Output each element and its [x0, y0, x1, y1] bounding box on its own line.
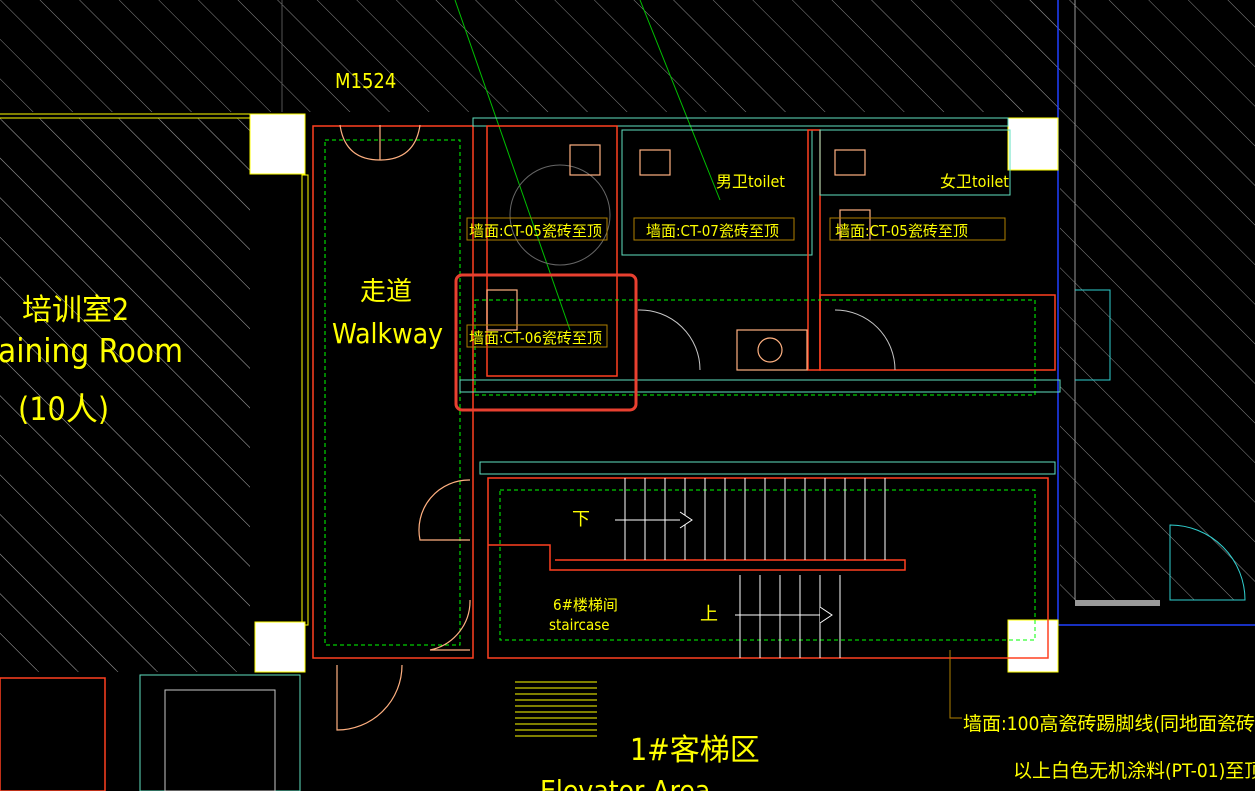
stair-down-label: 下 [572, 509, 590, 530]
leader-line [639, 0, 721, 201]
male-toilet-label: 男卫toilet [716, 172, 785, 191]
wall-note: 墙面:CT-07瓷砖至顶 [646, 222, 779, 240]
columns [249, 113, 1059, 673]
elevator-label-cn: 1#客梯区 [630, 733, 760, 768]
highlight-box[interactable] [454, 273, 638, 412]
training-room-name-cn: 培训室2 [22, 293, 129, 328]
wall-note: 墙面:CT-05瓷砖至顶 [835, 222, 968, 240]
stair-up-label: 上 [700, 604, 718, 625]
female-toilet-label: 女卫toilet [940, 172, 1009, 191]
wall-note: 墙面:CT-05瓷砖至顶 [469, 222, 602, 240]
staircase-label-cn: 6#楼梯间 [553, 596, 618, 614]
wall-note: 墙面:CT-06瓷砖至顶 [469, 329, 602, 347]
staircase [418, 461, 1056, 659]
paint-note: 以上白色无机涂料(PT-01)至顶 [1013, 760, 1255, 782]
training-room-capacity: (10人) [18, 390, 109, 428]
walkway-label-en: Walkway [332, 317, 443, 350]
walkway-label-cn: 走道 [360, 277, 412, 307]
baseboard-note: 墙面:100高瓷砖踢脚线(同地面瓷砖) [963, 713, 1255, 735]
elevator-label-en: Elevator Area [540, 774, 710, 791]
staircase-label-en: staircase [549, 616, 610, 634]
training-room-name-en: aining Room [0, 331, 183, 370]
door-tag: M1524 [335, 69, 396, 93]
elevator-area [0, 664, 597, 791]
